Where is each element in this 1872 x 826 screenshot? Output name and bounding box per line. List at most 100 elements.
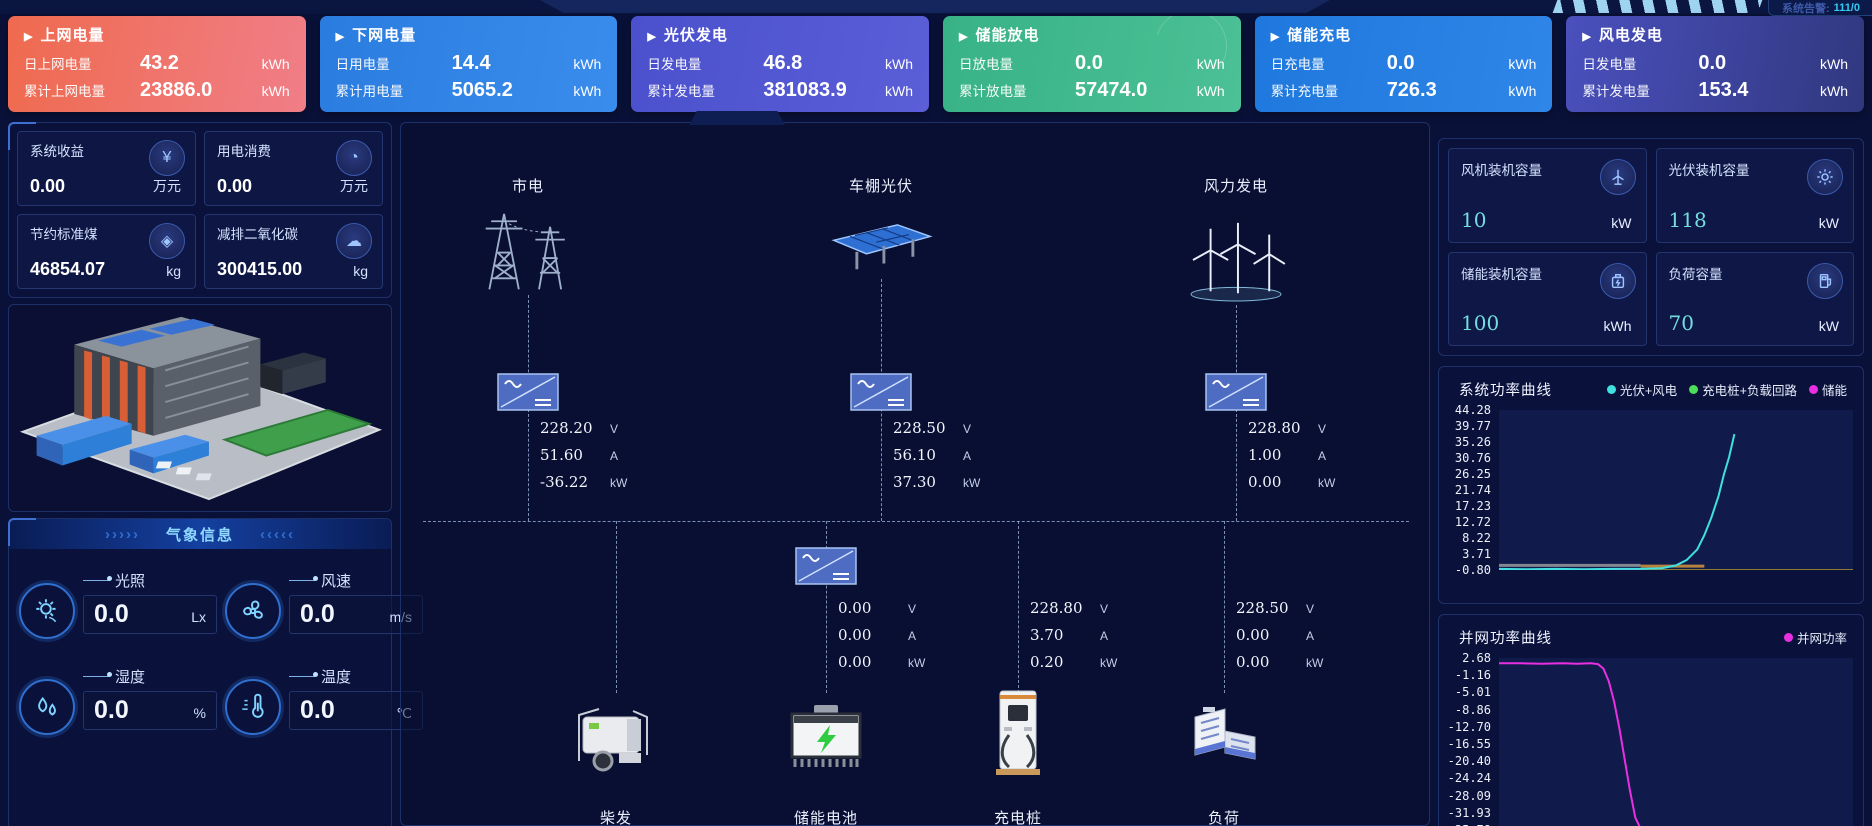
capacity-unit: kW: [1818, 318, 1839, 334]
weather-value: 0.0: [94, 600, 129, 628]
power-unit: kW: [1318, 476, 1336, 490]
legend-item-charger-load[interactable]: 充电桩+负载回路: [1689, 380, 1797, 399]
connector-line: [83, 575, 112, 589]
grid-power-chart-panel: 并网功率曲线 并网功率 2.68-1.16-5.01-8.86-12.70-16…: [1438, 614, 1864, 826]
current-unit: A: [1306, 629, 1315, 643]
weather-title: 气象信息: [165, 526, 234, 544]
flow-line: [1224, 521, 1225, 693]
weather-label: 温度: [321, 668, 352, 686]
power-unit: kW: [1100, 656, 1118, 670]
co2-cloud-icon: ☁: [336, 223, 372, 259]
flow-line: [1018, 521, 1019, 693]
stat-value: 0.00: [30, 176, 66, 196]
voltage-value: 228.50: [893, 419, 946, 437]
kpi-row-label: 日发电量: [647, 57, 702, 72]
power-value: 0.00: [838, 653, 872, 671]
legend-dot: [1606, 385, 1616, 394]
capacity-label: 光伏装机容量: [1668, 163, 1750, 178]
kpi-row-label: 日发电量: [1582, 57, 1637, 72]
weather-value: 0.0: [94, 696, 129, 724]
inverter-icon: [497, 373, 559, 411]
capacity-value: 118: [1668, 207, 1707, 232]
current-value: 0.00: [1236, 626, 1270, 644]
weather-value: 0.0: [300, 696, 335, 724]
kpi-row-value: 14.4: [451, 52, 491, 74]
kpi-row-value: 23886.0: [140, 79, 213, 101]
money-icon: ¥: [149, 140, 185, 176]
stat-unit: 万元: [153, 178, 181, 194]
stat-unit: 万元: [340, 178, 368, 194]
kpi-row-unit: kWh: [1820, 56, 1849, 72]
current-unit: A: [610, 449, 619, 463]
stat-label: 减排二氧化碳: [217, 227, 298, 242]
header-trapezoid-decor: [540, 0, 1330, 13]
power-unit: kW: [963, 476, 981, 490]
current-unit: A: [1318, 449, 1327, 463]
capacity-label: 储能装机容量: [1461, 266, 1542, 282]
legend-item-storage[interactable]: 储能: [1808, 380, 1847, 399]
triangle-icon: ▶: [335, 31, 346, 43]
stat-value: 46854.07: [30, 259, 106, 279]
power-unit: kW: [1306, 656, 1324, 670]
weather-unit: %: [193, 705, 206, 721]
weather-label: 风速: [321, 572, 352, 590]
kpi-row-value: 153.4: [1698, 79, 1749, 101]
kpi-row-unit: kWh: [885, 56, 914, 72]
load-building-icon: [1185, 705, 1263, 773]
stat-value: 300415.00: [217, 259, 303, 279]
generator-icon: [573, 695, 659, 775]
current-value: 56.10: [893, 446, 936, 464]
chart-plot-area[interactable]: [1499, 658, 1853, 826]
chart-title: 并网功率曲线: [1459, 631, 1552, 647]
triangle-icon: ▶: [647, 31, 657, 43]
kpi-row-value: 381083.9: [763, 79, 847, 101]
flow-line: [826, 521, 827, 693]
charger-icon: [1807, 262, 1843, 299]
kpi-row-value: 726.3: [1386, 79, 1437, 101]
chevron-left-decor: ‹‹‹‹‹: [260, 525, 295, 543]
power-tower-icon: [468, 201, 588, 293]
wind-turbine-icon: [1176, 217, 1296, 303]
node-label-charger: 充电桩: [993, 810, 1042, 826]
voltage-value: 228.20: [540, 419, 593, 437]
weather-grid: 光照 0.0Lx 风速 0.0m/s: [9, 549, 423, 755]
bus-line: [423, 521, 1409, 522]
kpi-title: 风电发电: [1598, 27, 1663, 44]
power-flow-diagram: 市电 车棚光伏 风力发电: [400, 111, 1430, 826]
chart-plot-area[interactable]: [1499, 410, 1853, 570]
connector-line: [83, 671, 112, 685]
flow-line: [616, 521, 617, 693]
voltage-value: 0.00: [838, 599, 872, 617]
node-label-carport-pv: 车棚光伏: [848, 178, 913, 195]
legend-item-grid-power[interactable]: 并网功率: [1783, 628, 1847, 647]
kpi-row-value: 46.8: [763, 52, 803, 74]
chart-title: 系统功率曲线: [1459, 383, 1552, 399]
capacity-value: 70: [1668, 311, 1694, 335]
weather-label: 光照: [115, 572, 146, 590]
battery-icon: [786, 701, 866, 769]
chart-legend: 并网功率: [1783, 628, 1847, 647]
weather-value: 0.0: [300, 600, 335, 628]
kpi-row-value: 0.0: [1075, 52, 1103, 74]
connector-line: [289, 671, 318, 685]
triangle-icon: ▶: [1270, 31, 1281, 43]
kpi-row-unit: kWh: [885, 83, 914, 99]
alarm-value: 111/0: [1833, 1, 1860, 14]
campus-3d-view[interactable]: [8, 304, 392, 512]
stat-unit: kg: [166, 263, 181, 279]
kpi-row-unit: kWh: [1196, 56, 1225, 72]
legend-item-pv-wind[interactable]: 光伏+风电: [1606, 380, 1677, 399]
connector-line: [289, 575, 318, 589]
stat-co2-reduced: 减排二氧化碳 ☁ 300415.00 kg: [204, 214, 383, 289]
